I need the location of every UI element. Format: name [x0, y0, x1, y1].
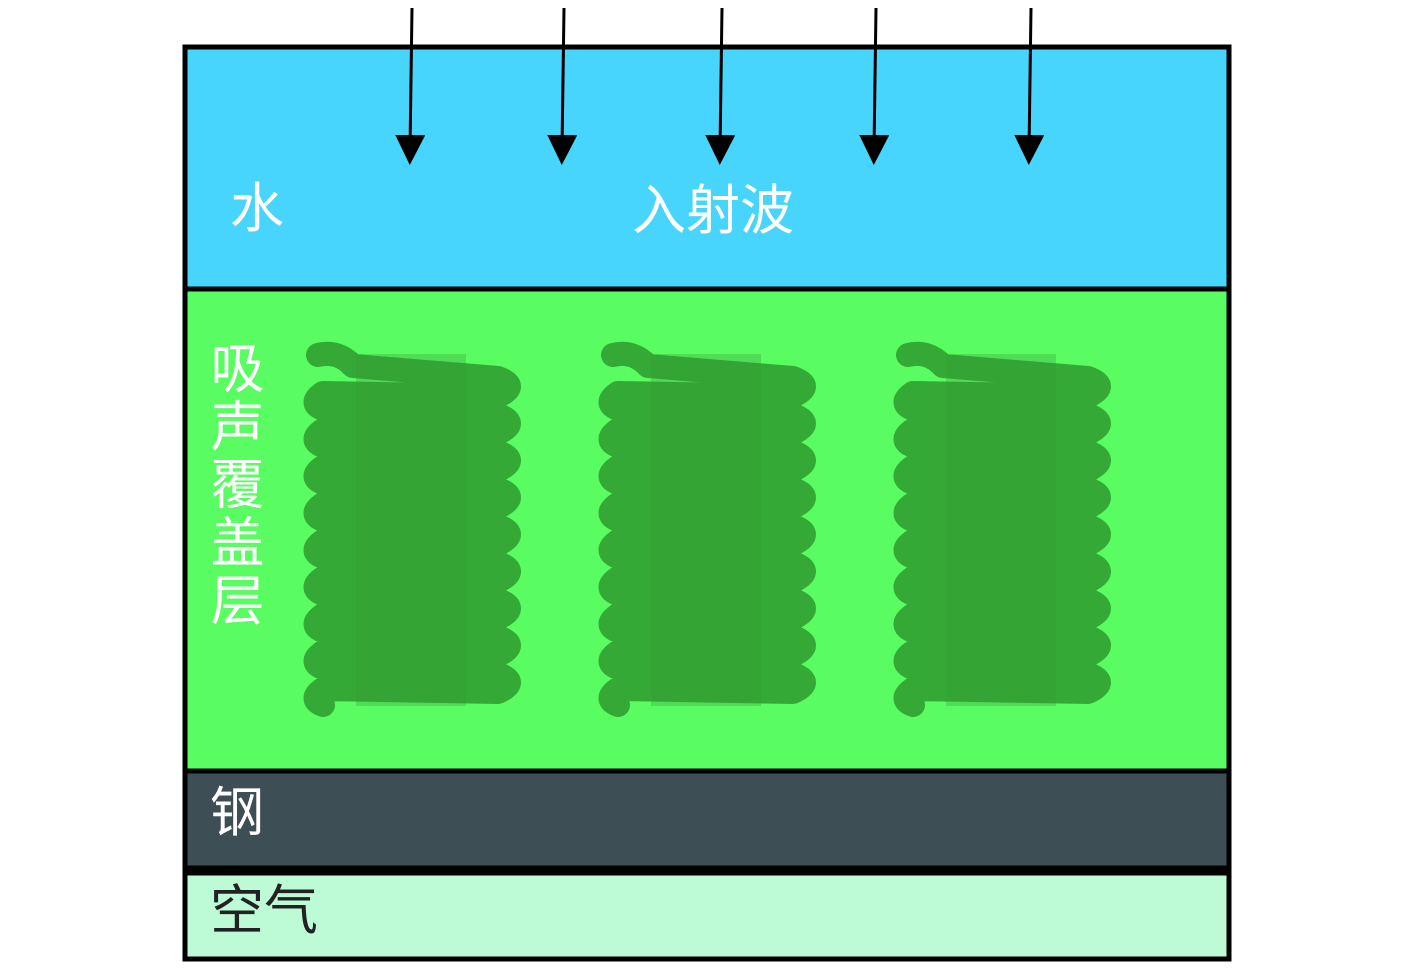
spring-coil — [303, 341, 521, 717]
coating-label: 吸声覆盖层 — [201, 340, 264, 630]
spring — [598, 341, 816, 717]
incident-arrow — [1014, 7, 1045, 165]
spring — [893, 341, 1111, 717]
spring — [303, 341, 521, 717]
incident-arrow — [705, 7, 736, 165]
air-label: 空气 — [210, 879, 318, 942]
incident-wave-arrows — [395, 7, 1045, 165]
incident-arrow — [395, 7, 426, 165]
spring-coil — [598, 341, 816, 717]
incident-wave-label: 入射波 — [632, 179, 794, 242]
spring-coil — [893, 341, 1111, 717]
air-layer — [182, 870, 1232, 962]
incident-arrow — [547, 7, 578, 165]
incident-arrow — [859, 7, 890, 165]
water-layer — [182, 44, 1232, 292]
steel-label: 钢 — [210, 781, 264, 844]
spring-group — [303, 341, 1111, 717]
steel-layer — [182, 768, 1232, 871]
water-label: 水 — [230, 177, 284, 240]
